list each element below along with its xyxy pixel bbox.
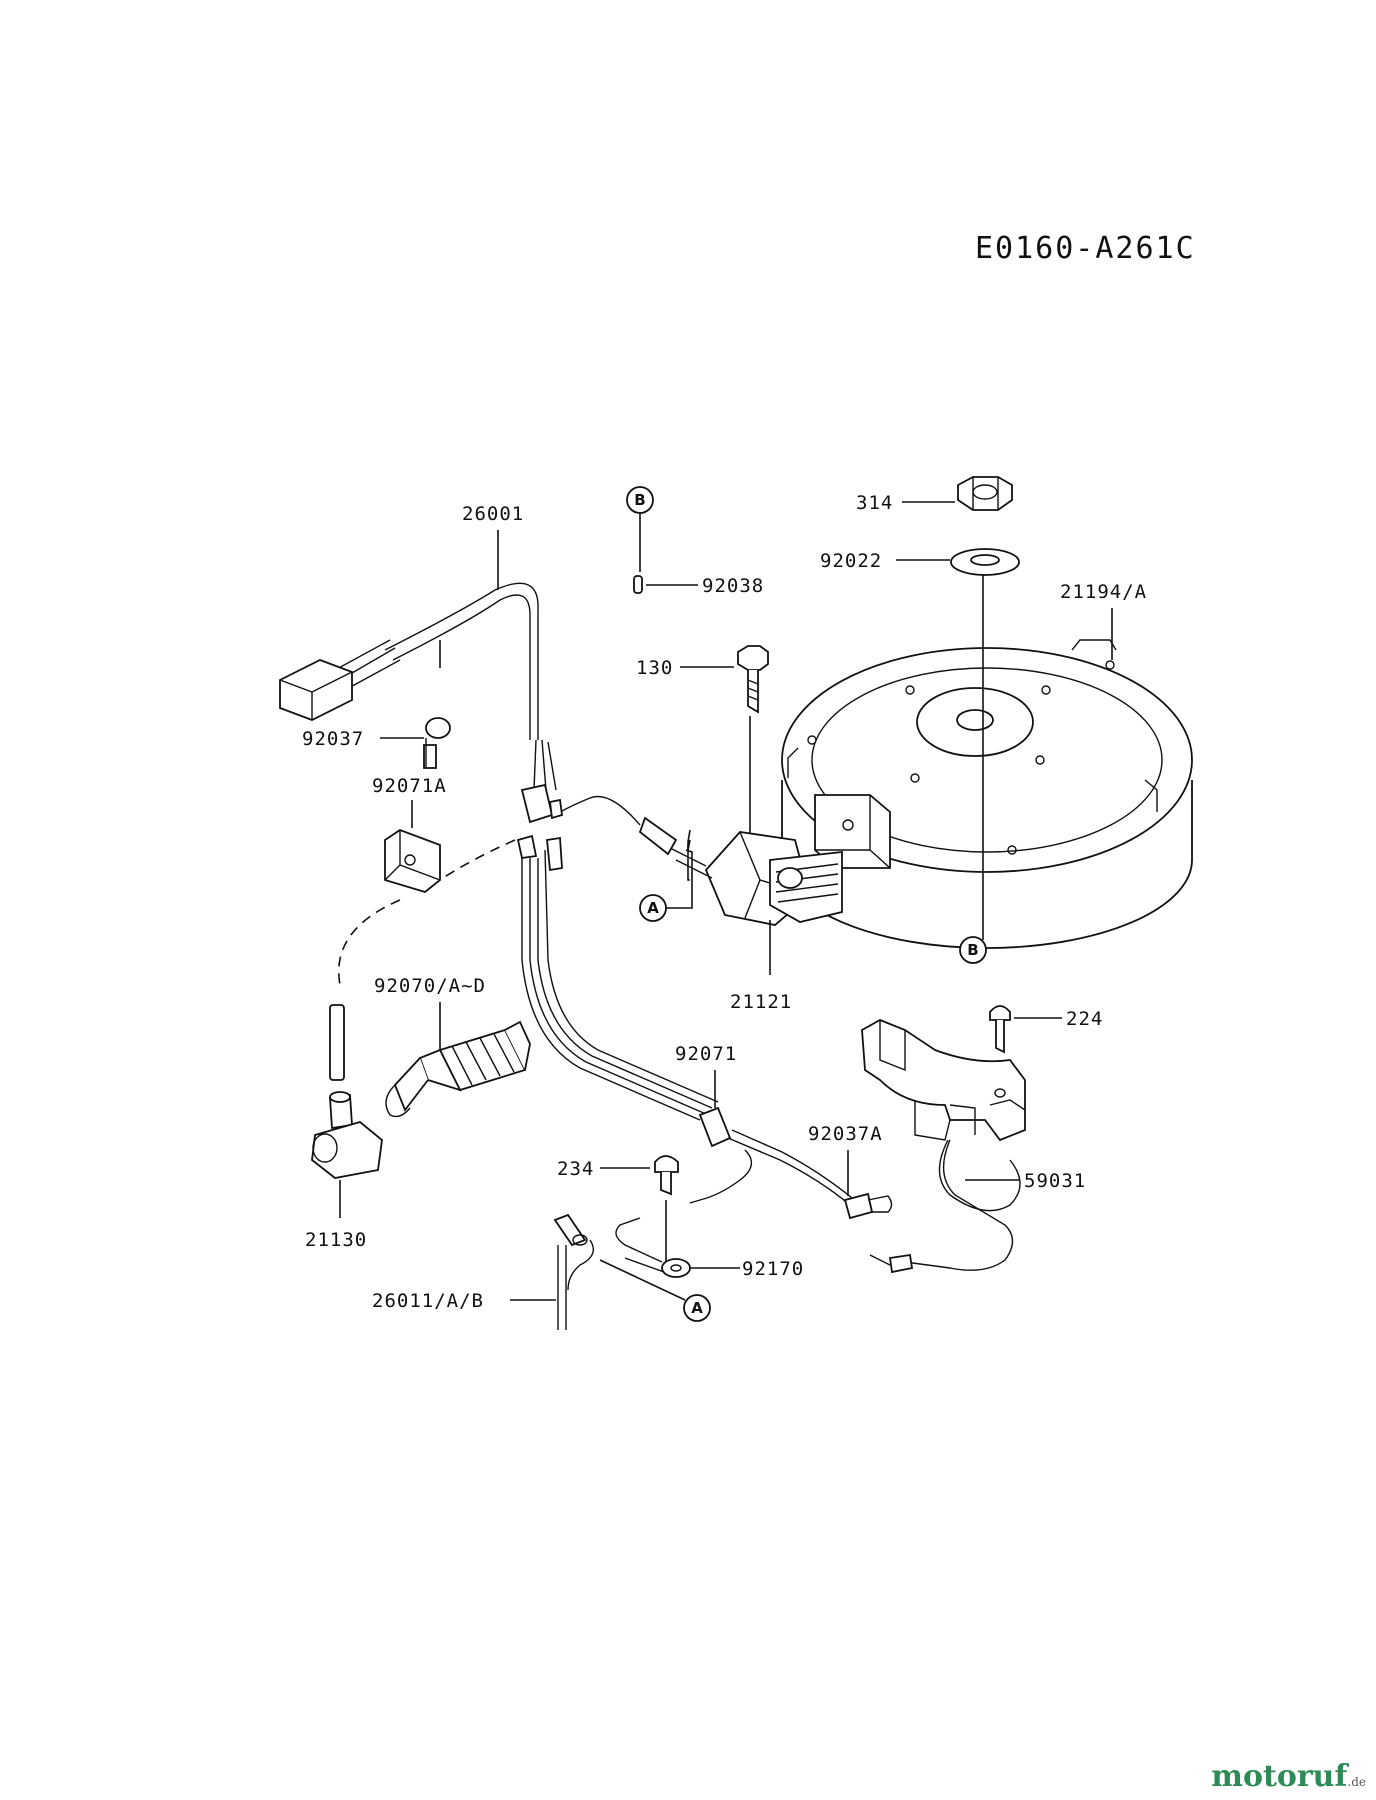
spark-plug-92070[interactable] <box>385 1020 531 1118</box>
callout-a-bottom: A <box>683 1294 711 1322</box>
callout-b-top: B <box>626 486 654 514</box>
label-92170: 92170 <box>742 1258 804 1280</box>
ignition-coil-21121[interactable] <box>559 795 843 926</box>
svg-text:A: A <box>647 899 659 917</box>
label-224: 224 <box>1066 1008 1103 1030</box>
callout-b-bottom: B <box>959 936 987 964</box>
ground-wires[interactable] <box>516 834 719 1121</box>
label-92037a: 92037A <box>808 1123 883 1145</box>
stator-59031[interactable] <box>861 1019 1026 1212</box>
terminal-lead-26011[interactable] <box>553 1213 594 1330</box>
flywheel-21194[interactable] <box>781 639 1193 949</box>
svg-text:B: B <box>634 491 645 509</box>
label-21130: 21130 <box>305 1229 367 1251</box>
screw-224[interactable] <box>989 1005 1011 1054</box>
key-92038[interactable] <box>633 575 643 594</box>
label-234: 234 <box>557 1158 594 1180</box>
terminal-92037a[interactable] <box>843 1192 893 1220</box>
watermark-logo: motoruf.de <box>1211 1759 1366 1794</box>
label-59031: 59031 <box>1024 1170 1086 1192</box>
screw-234[interactable] <box>654 1155 679 1196</box>
diagram-code: E0160-A261C <box>975 231 1196 266</box>
plug-cap-21130[interactable] <box>311 1091 383 1179</box>
label-92022: 92022 <box>820 550 882 572</box>
label-21121: 21121 <box>730 991 792 1013</box>
label-21194a: 21194/A <box>1060 581 1147 603</box>
grommet-92071a[interactable] <box>384 828 441 893</box>
wire-harness-26001[interactable] <box>279 582 563 824</box>
boot-rod[interactable] <box>329 1004 345 1081</box>
label-92071: 92071 <box>675 1043 737 1065</box>
label-92037: 92037 <box>302 728 364 750</box>
label-26011: 26011/A/B <box>372 1290 484 1312</box>
label-92038: 92038 <box>702 575 764 597</box>
label-92071a: 92071A <box>372 775 447 797</box>
grommet-92071[interactable] <box>698 1106 732 1148</box>
label-92070: 92070/A~D <box>374 975 486 997</box>
terminal-92037[interactable] <box>423 717 451 769</box>
ring-terminal-92170[interactable] <box>615 1217 691 1278</box>
svg-text:B: B <box>967 941 978 959</box>
label-314: 314 <box>856 492 893 514</box>
nut-314[interactable] <box>957 476 1013 511</box>
washer-92022[interactable] <box>950 548 1020 576</box>
svg-text:A: A <box>691 1299 703 1317</box>
callout-a-coil: A <box>639 894 667 922</box>
label-130: 130 <box>636 657 673 679</box>
label-26001: 26001 <box>462 503 524 525</box>
bolt-130[interactable] <box>737 645 769 714</box>
